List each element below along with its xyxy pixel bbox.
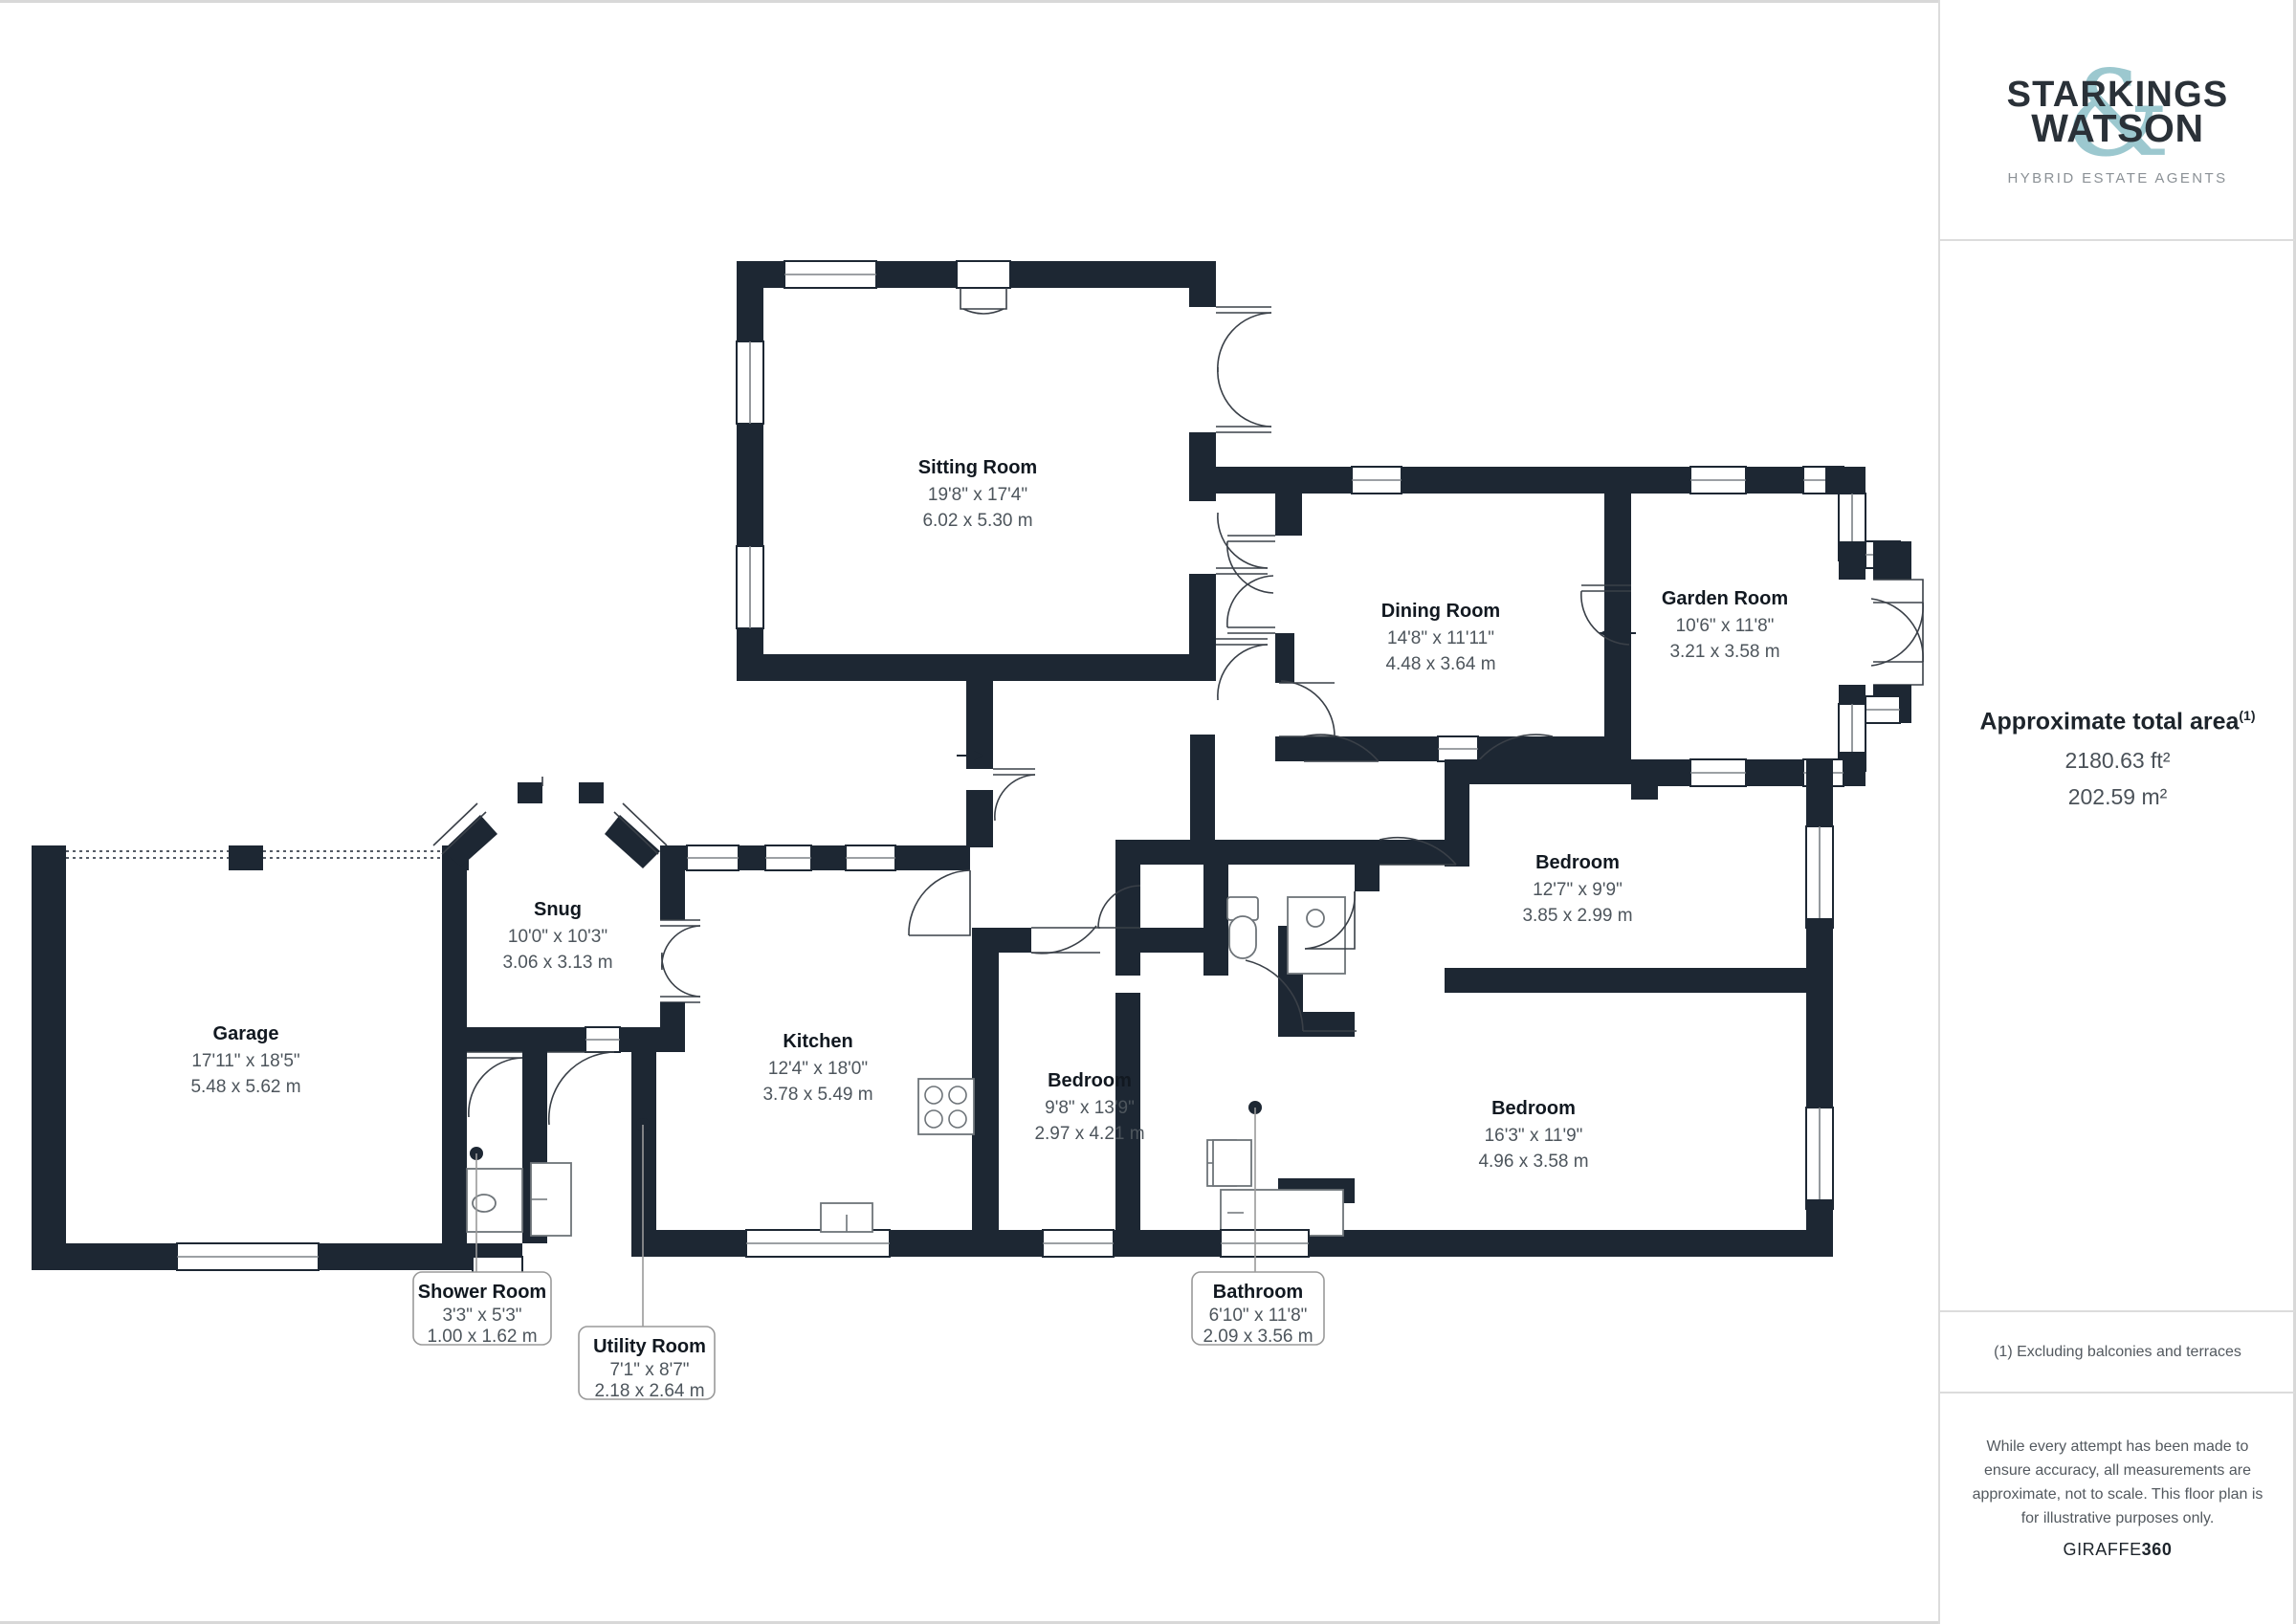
callout-shower-room: Shower Room 3'3" x 5'3" 1.00 x 1.62 m [412,1153,552,1347]
room-dim-imperial-utility-room: 7'1" x 8'7" [609,1360,689,1380]
washbasin-icon [1287,896,1346,975]
room-dim-metric-bedroom-3: 2.97 x 4.21 m [1034,1124,1144,1144]
room-dim-metric-bedroom-2: 4.96 x 3.58 m [1478,1152,1588,1172]
floor-plan-drawing: .w { fill:#1d2733; } .win{ fill:#ffffff;… [32,260,1924,1401]
shower-tray-icon [530,1162,572,1237]
room-label-bedroom-1: Bedroom [1535,852,1620,873]
area-footnote: (1) Excluding balconies and terraces [1994,1344,2241,1360]
total-area-sqft: 2180.63 ft² [2064,748,2171,774]
giraffe360-watermark: GIRAFFE360 [1940,1540,2295,1560]
room-label-bedroom-3: Bedroom [1048,1070,1132,1091]
hob-icon [917,1078,975,1135]
frame-top-border [0,0,2296,3]
room-label-snug: Snug [534,899,582,920]
brand-logo: & STARKINGS WATSON HYBRID ESTATE AGENTS [1940,29,2295,201]
room-dim-imperial-snug: 10'0" x 10'3" [508,927,607,947]
brand-line-1: STARKINGS [2006,75,2229,115]
room-label-garden-room: Garden Room [1662,588,1788,609]
room-label-shower-room: Shower Room [418,1282,546,1303]
room-dim-imperial-shower-room: 3'3" x 5'3" [442,1306,521,1326]
room-dim-imperial-bedroom-2: 16'3" x 11'9" [1485,1126,1583,1146]
bedroom-2-walls [1115,993,1834,1257]
brand-line-2: WATSON [2031,106,2204,150]
callout-utility-room: Utility Room 7'1" x 8'7" 2.18 x 2.64 m [578,1125,716,1401]
room-label-dining-room: Dining Room [1381,601,1500,622]
room-dim-metric-kitchen: 3.78 x 5.49 m [762,1085,872,1105]
room-dim-metric-utility-room: 2.18 x 2.64 m [594,1381,704,1401]
room-dim-imperial-bathroom: 6'10" x 11'8" [1209,1306,1308,1326]
room-dim-imperial-sitting-room: 19'8" x 17'4" [928,485,1027,505]
dining-room-walls [1189,466,1631,762]
giraffe360-prefix: GIRAFFE [2063,1540,2142,1559]
hall-2-walls [972,885,1203,970]
sitting-room-walls [736,260,1216,681]
callout-bathroom: Bathroom 6'10" x 11'8" 2.09 x 3.56 m [1191,1108,1325,1347]
room-label-kitchen: Kitchen [783,1031,852,1052]
room-label-bedroom-2: Bedroom [1491,1098,1576,1119]
bedroom-3-walls [972,865,1252,1258]
giraffe360-suffix: 360 [2141,1540,2173,1559]
frame-bottom-border [0,1621,2296,1624]
shower-utility-walls [442,1051,1262,1286]
room-dim-imperial-garden-room: 10'6" x 11'8" [1676,616,1775,636]
total-area-title-text: Approximate total area [1979,708,2240,735]
bathtub-icon [1220,1189,1344,1237]
appliance-icon [820,1202,873,1233]
room-dim-metric-bathroom: 2.09 x 3.56 m [1203,1327,1313,1347]
room-dim-imperial-kitchen: 12'4" x 18'0" [768,1059,868,1079]
room-dim-imperial-bedroom-1: 12'7" x 9'9" [1533,880,1623,900]
sitting-room-doors [1216,306,1272,701]
room-label-bathroom: Bathroom [1213,1282,1303,1303]
room-dim-metric-bedroom-1: 3.85 x 2.99 m [1522,906,1632,926]
room-dim-metric-shower-room: 1.00 x 1.62 m [427,1327,537,1347]
frame-right-border [2293,0,2296,1624]
hall-walls [957,654,1036,847]
toilet-icon [1226,896,1259,959]
total-area-footnote-marker: (1) [2239,708,2256,723]
cupboard-icon [1212,1139,1252,1187]
room-dim-metric-garage: 5.48 x 5.62 m [190,1077,300,1097]
room-dim-imperial-dining-room: 14'8" x 11'11" [1387,628,1494,648]
sidebar-divider-2 [1940,1310,2295,1312]
sidebar-divider-1 [1940,239,2295,241]
room-dim-metric-sitting-room: 6.02 x 5.30 m [922,511,1032,531]
kitchen-walls [631,845,976,1258]
bathroom-walls [1115,735,1457,1258]
room-dim-imperial-garage: 17'11" x 18'5" [191,1051,299,1071]
room-dim-metric-garden-room: 3.21 x 3.58 m [1669,642,1779,662]
brand-subtitle: HYBRID ESTATE AGENTS [2007,170,2228,187]
disclaimer-text: While every attempt has been made to ens… [1972,1438,2263,1526]
room-label-sitting-room: Sitting Room [918,457,1037,478]
room-labels: Sitting Room 19'8" x 17'4" 6.02 x 5.30 m… [190,457,1788,1172]
bedroom-1-walls [1445,759,1834,993]
left-arrow-icon [1600,627,1636,639]
total-area-title: Approximate total area(1) [1940,708,2295,735]
snug-walls [432,777,701,1053]
room-dim-metric-snug: 3.06 x 3.13 m [502,953,612,973]
garage-walls [32,845,473,1271]
room-dim-imperial-bedroom-3: 9'8" x 13'9" [1045,1098,1135,1118]
room-label-utility-room: Utility Room [593,1336,706,1357]
sidebar-divider-3 [1940,1392,2295,1394]
direction-arrow-icon [957,751,983,760]
sidebar-panel: & STARKINGS WATSON HYBRID ESTATE AGENTS … [1938,0,2295,1624]
ampersand-mark: & [2064,46,2171,184]
room-label-garage: Garage [213,1023,279,1044]
room-dim-metric-dining-room: 4.48 x 3.64 m [1385,654,1495,674]
total-area-sqm: 202.59 m² [2067,784,2168,810]
total-area-block: Approximate total area(1) 2180.63 ft² 20… [1940,708,2295,810]
wc-icon [466,1168,523,1233]
garden-room-walls [1580,466,1924,787]
